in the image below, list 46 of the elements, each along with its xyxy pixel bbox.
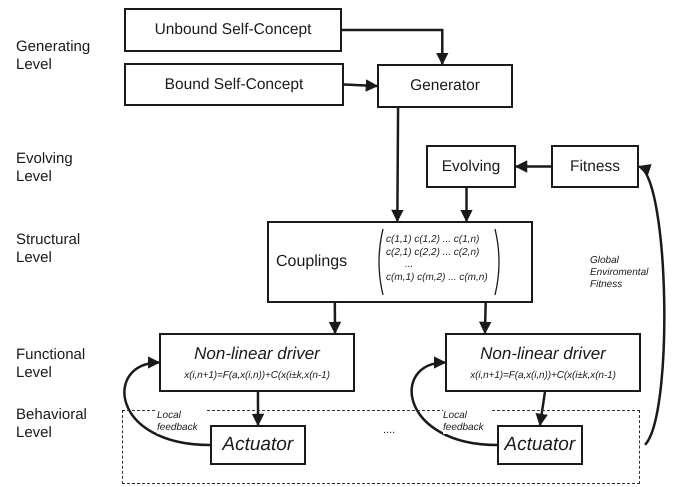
arrow	[410, 358, 498, 446]
formula: x(i,n+1)=F(a,x(i,n))+C(x(i±k,x(n-1)	[184, 370, 330, 381]
arrow	[328, 303, 342, 334]
node-title: Actuator	[222, 434, 294, 456]
arrow	[478, 302, 492, 334]
node-title: Couplings	[276, 253, 348, 271]
process-box	[426, 145, 516, 188]
level-label: Generating Level	[16, 38, 92, 74]
process-box	[496, 424, 583, 465]
arrow	[460, 188, 473, 222]
ellipsis-text: ....	[383, 423, 396, 438]
node-title: Generator	[410, 77, 480, 95]
node-title: Fitness	[570, 158, 620, 176]
node-title: Bound Self-Concept	[164, 76, 304, 94]
matrix-row: c(m,1) c(m,2) ... c(m,n)	[386, 272, 488, 283]
process-box	[124, 63, 344, 106]
process-box	[267, 221, 533, 303]
level-label: Evolving Level	[16, 150, 74, 186]
level-label: Structural Level	[16, 231, 82, 267]
level-label: Functional Level	[16, 346, 86, 382]
node-title: Unbound Self-Concept	[154, 21, 312, 39]
node-title: Actuator	[504, 434, 576, 456]
arrow	[514, 160, 551, 173]
arrow	[536, 392, 548, 426]
process-box	[124, 8, 342, 52]
matrix-row: c(1,1) c(1,2) ... c(1,n)	[386, 234, 480, 245]
node-title: Non-linear driver	[194, 344, 320, 364]
arrow	[123, 358, 210, 446]
formula: x(i,n+1)=F(a,x(i,n))+C(x(i±k,x(n-1)	[470, 370, 616, 381]
matrix-row: ...	[405, 259, 414, 270]
process-box	[551, 145, 639, 188]
node-title: Evolving	[442, 158, 500, 176]
arrow	[252, 392, 264, 426]
arrow	[344, 79, 378, 92]
node-title: Non-linear driver	[480, 344, 606, 364]
level-label: Behavioral Level	[16, 406, 88, 442]
edge-label: Local feedback	[443, 410, 491, 434]
arrow	[638, 166, 666, 446]
process-box	[377, 64, 513, 108]
process-box	[210, 424, 306, 465]
arrow	[391, 108, 404, 222]
process-box	[159, 333, 355, 392]
arrow	[342, 28, 449, 66]
process-box	[445, 333, 641, 392]
matrix-row: c(2,1) c(2,2) ... c(2,n)	[386, 247, 480, 258]
edge-label: Local feedback	[157, 410, 205, 434]
